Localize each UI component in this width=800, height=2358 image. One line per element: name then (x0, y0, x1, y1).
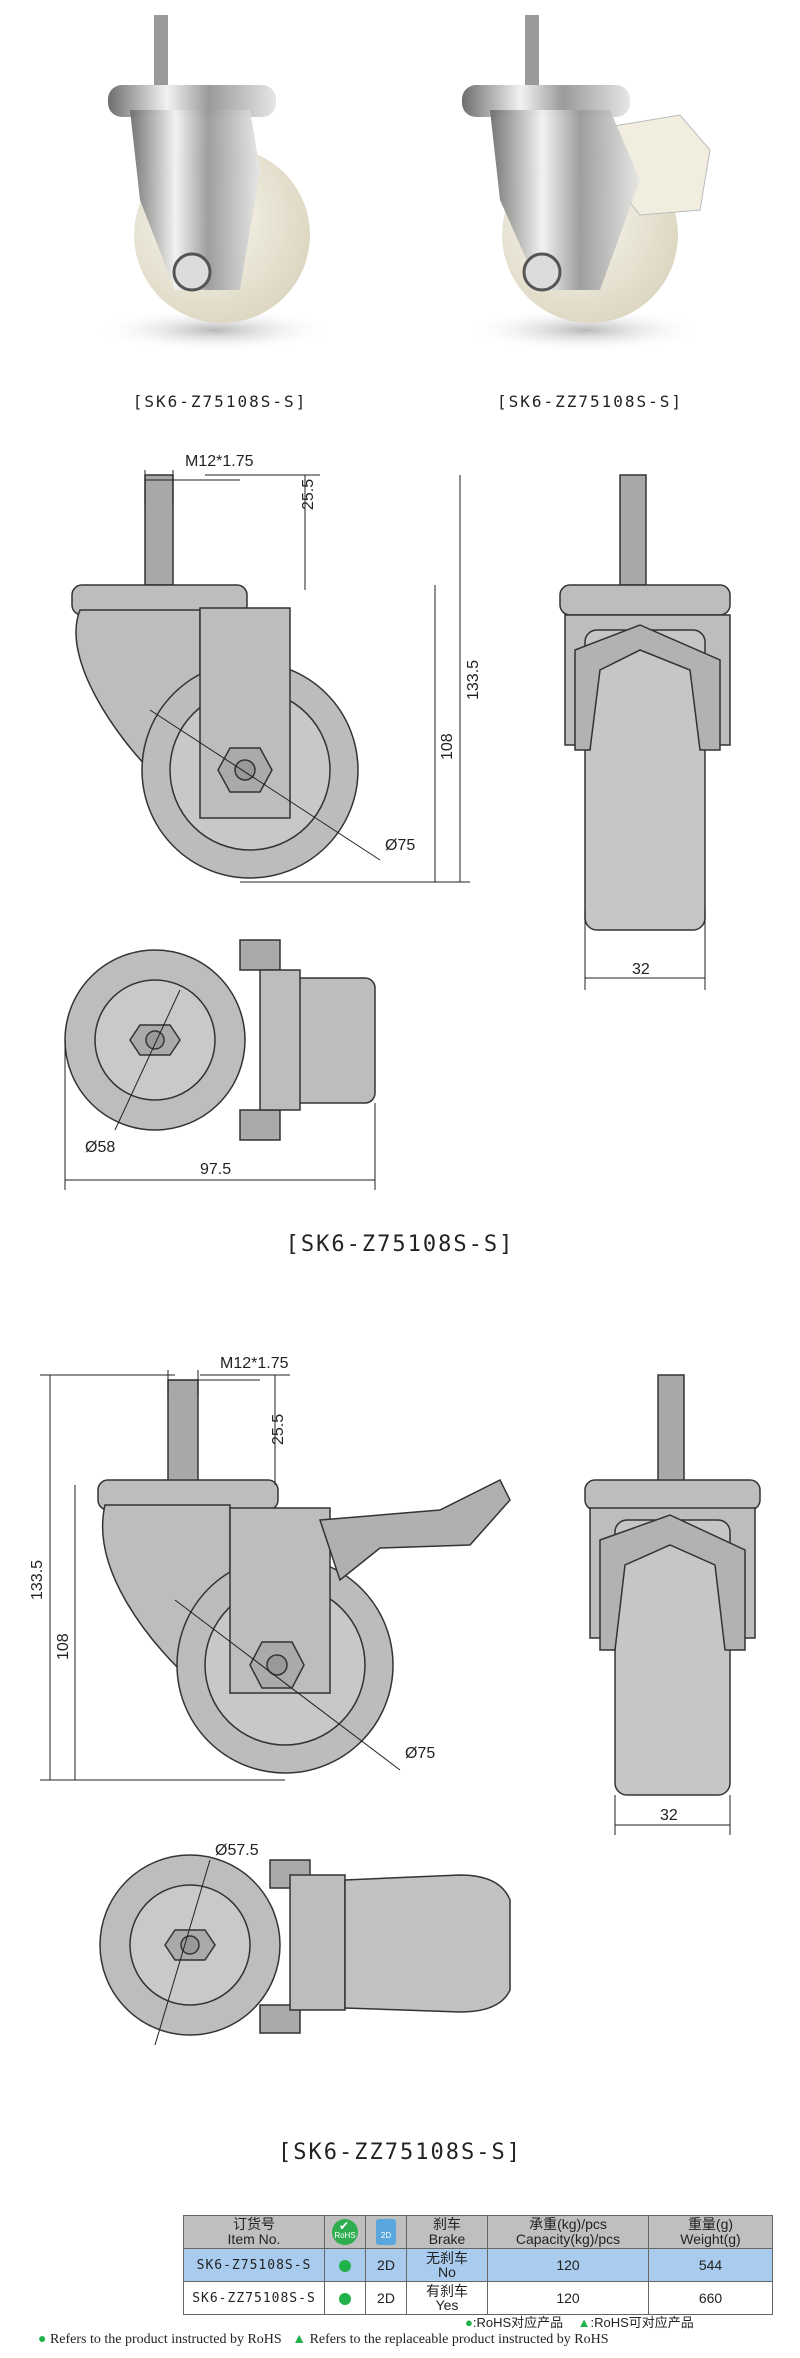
dim2-stem: 25.5 (270, 1414, 287, 1445)
dim-length: 97.5 (200, 1161, 231, 1178)
header-rohs: RoHS (324, 2209, 366, 2249)
table-row[interactable]: SK6-Z75108S-S 2D 无刹车 No 120 544 (183, 2248, 773, 2282)
drawing1-caption: [SK6-Z75108S-S] (285, 1232, 515, 1257)
legend-cn: ●:RoHS对应产品 ▲:RoHS可对应产品 (465, 2315, 694, 2330)
legend-en: ● Refers to the product instructed by Ro… (38, 2332, 609, 2347)
rohs-dot-icon (339, 2293, 351, 2306)
dim2-wheel-width: 32 (660, 1807, 678, 1824)
header-item: 订货号 Item No. (183, 2215, 325, 2249)
table-header-row: 订货号 Item No. RoHS 2D 刹车 Brake 承重(kg)/pcs… (183, 2209, 773, 2249)
technical-drawing-fixed: M12*1.75 25.5 133.5 108 Ø75 32 Ø58 97.5 (64, 453, 731, 1190)
drawing-file-icon: 2D (376, 2219, 396, 2245)
rohs-dot-icon (339, 2260, 351, 2273)
drawing2-caption: [SK6-ZZ75108S-S] (278, 2140, 522, 2165)
header-weight: 重量(g) Weight(g) (648, 2215, 773, 2249)
rohs-dot-icon: ● (465, 2315, 473, 2330)
dim-wheel-width: 32 (632, 961, 650, 978)
dim-plate-dia: Ø58 (85, 1139, 115, 1156)
dim-total: 133.5 (465, 660, 482, 700)
product-photos (95, 15, 711, 352)
dim2-plate-dia: Ø57.5 (215, 1842, 259, 1859)
rohs-dot-icon: ● (38, 2332, 47, 2347)
dim-body: 108 (439, 733, 456, 760)
caster-photo-fixed (95, 15, 335, 352)
header-file: 2D (365, 2215, 407, 2249)
spec-table: 订货号 Item No. RoHS 2D 刹车 Brake 承重(kg)/pcs… (183, 2209, 773, 2315)
photo-caption-right: [SK6-ZZ75108S-S] (496, 392, 684, 411)
technical-drawing-brake: M12*1.75 25.5 133.5 108 Ø75 32 Ø57.5 (29, 1355, 761, 2046)
rohs-triangle-icon: ▲ (577, 2315, 591, 2330)
photo-caption-left: [SK6-Z75108S-S] (132, 392, 308, 411)
caster-photo-brake (462, 15, 711, 352)
dim2-thread: M12*1.75 (220, 1355, 289, 1372)
header-capacity: 承重(kg)/pcs Capacity(kg)/pcs (487, 2215, 649, 2249)
dim2-wheel-dia: Ø75 (405, 1745, 435, 1762)
header-brake: 刹车 Brake (406, 2215, 488, 2249)
dim2-total: 133.5 (29, 1560, 46, 1600)
table-row[interactable]: SK6-ZZ75108S-S 2D 有刹车 Yes 120 660 (183, 2281, 773, 2315)
rohs-icon: RoHS (332, 2209, 358, 2245)
dim-wheel-dia: Ø75 (385, 837, 415, 854)
dim-thread: M12*1.75 (185, 453, 254, 470)
dim2-body: 108 (55, 1633, 72, 1660)
dim-stem: 25.5 (300, 479, 317, 510)
rohs-triangle-icon: ▲ (292, 2332, 307, 2347)
